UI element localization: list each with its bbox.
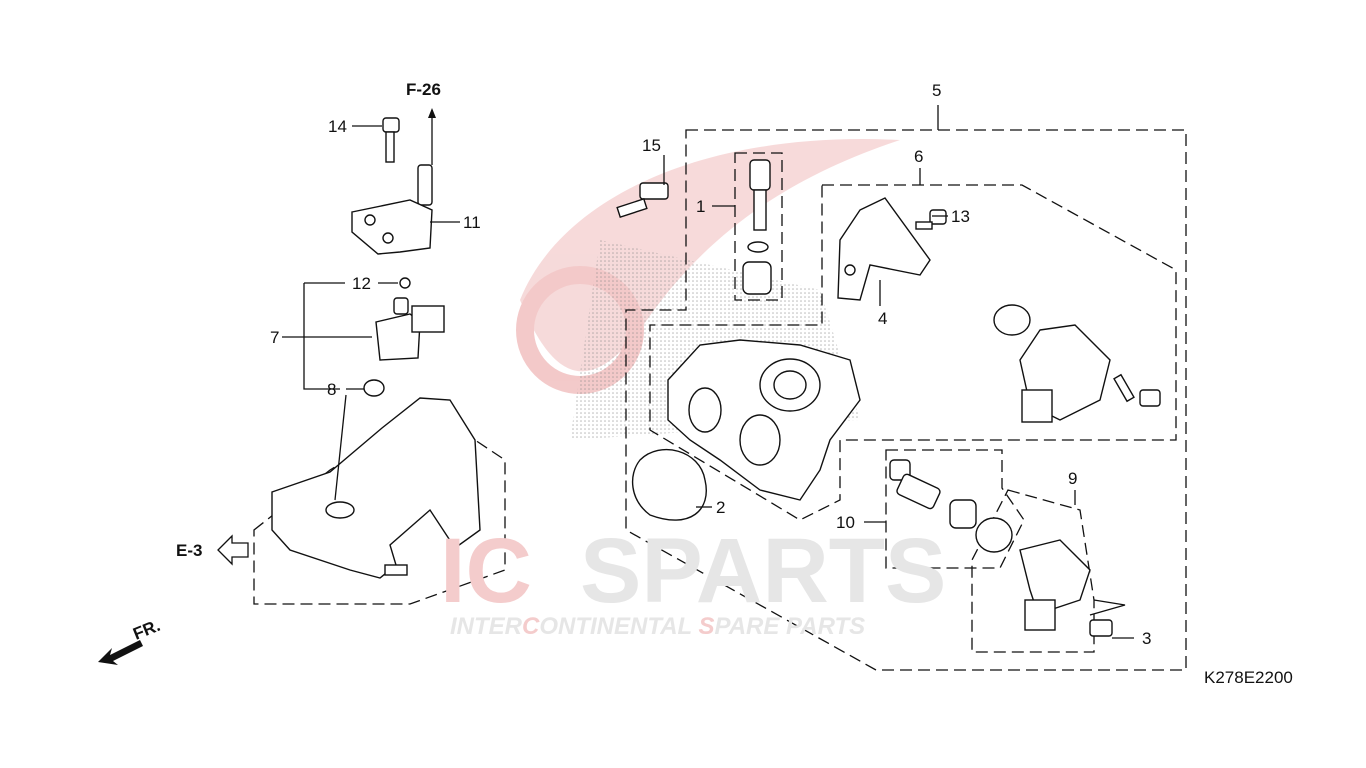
front-arrow-icon bbox=[98, 640, 143, 665]
watermark-brand-accent: IC bbox=[440, 520, 532, 622]
bolt-14 bbox=[382, 117, 400, 163]
callout-8: 8 bbox=[327, 380, 336, 399]
callout-4: 4 bbox=[878, 309, 887, 328]
leader-lines bbox=[334, 125, 1134, 639]
callout-2: 2 bbox=[716, 498, 725, 517]
callout-9: 9 bbox=[1068, 469, 1077, 488]
watermark-brand: SPARTS bbox=[580, 520, 946, 622]
gasket-2 bbox=[631, 449, 707, 521]
insulator bbox=[271, 397, 481, 579]
callout-5: 5 bbox=[932, 81, 941, 100]
e3-arrow-icon bbox=[217, 534, 249, 566]
sensor-6 bbox=[993, 304, 1161, 423]
diagram-code: K278E2200 bbox=[1204, 668, 1293, 687]
watermark: IC SPARTS INTERCONTINENTAL SPARE PARTS bbox=[440, 520, 946, 640]
fuel-hose-joint bbox=[351, 108, 436, 255]
bracket-4 bbox=[837, 197, 931, 301]
ref-e3: E-3 bbox=[176, 541, 202, 560]
watermark-tagline: INTERCONTINENTAL SPARE PARTS bbox=[450, 613, 865, 640]
idle-screw-1 bbox=[742, 159, 772, 295]
callout-1: 1 bbox=[696, 197, 705, 216]
callout-14: 14 bbox=[328, 117, 347, 136]
callout-15: 15 bbox=[642, 136, 661, 155]
throttle-body bbox=[667, 339, 861, 501]
injector-7 bbox=[363, 277, 445, 397]
callout-12: 12 bbox=[352, 274, 371, 293]
callout-10: 10 bbox=[836, 513, 855, 532]
callout-3: 3 bbox=[1142, 629, 1151, 648]
bolt-15 bbox=[616, 182, 669, 218]
bolt-13 bbox=[915, 209, 947, 230]
callout-6: 6 bbox=[914, 147, 923, 166]
callout-11: 11 bbox=[463, 213, 481, 232]
callout-7: 7 bbox=[270, 328, 279, 347]
ref-f26: F-26 bbox=[406, 80, 441, 99]
callout-13: 13 bbox=[951, 207, 970, 226]
ref-front: FR. bbox=[130, 616, 163, 644]
sensor-9-assembly bbox=[889, 459, 1113, 637]
